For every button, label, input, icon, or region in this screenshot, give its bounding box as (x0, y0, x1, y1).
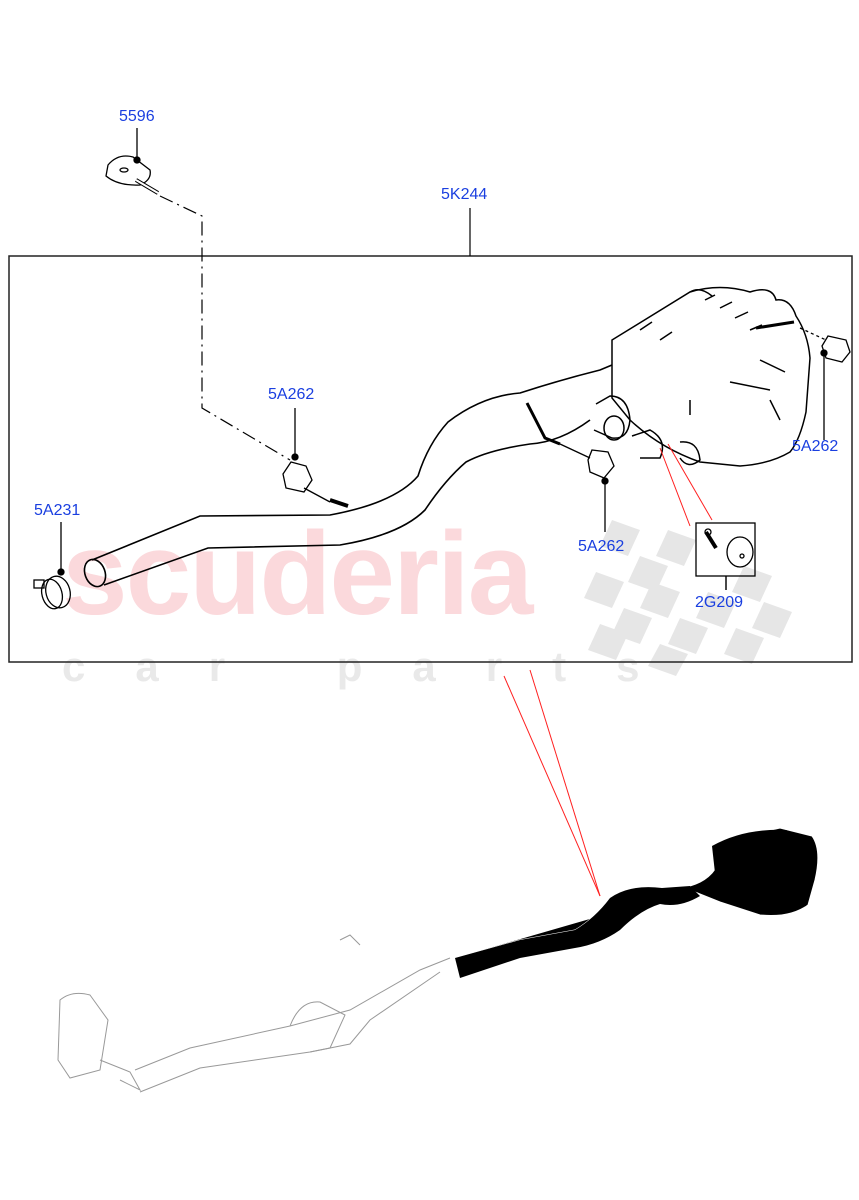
hanger-insulator-c[interactable] (559, 443, 615, 532)
intermediate-pipe[interactable] (81, 364, 613, 590)
callout-5K244[interactable]: 5K244 (441, 186, 488, 203)
watermark-sub: car parts (62, 643, 690, 690)
callout-2G209[interactable]: 2G209 (695, 594, 744, 611)
watermark-main: scuderia (62, 508, 533, 640)
heat-shield-bracket[interactable] (105, 128, 160, 195)
callout-5A262-rear[interactable]: 5A262 (792, 438, 839, 455)
rear-silencer[interactable] (525, 286, 811, 467)
callout-5596[interactable]: 5596 (119, 108, 155, 125)
red-reference-lines (503, 443, 713, 897)
hanger-insulator-a[interactable] (282, 408, 349, 508)
hanger-insulator-b[interactable] (799, 327, 851, 440)
callout-5A262-front[interactable]: 5A262 (268, 386, 315, 403)
overview-exhaust-system (57, 827, 819, 1093)
callout-5A262-middle[interactable]: 5A262 (578, 538, 625, 555)
callout-5A231[interactable]: 5A231 (34, 502, 81, 519)
dash-dot-reference-line (159, 195, 291, 461)
checkered-flag-watermark (584, 520, 792, 676)
group-frame-5K244 (8, 255, 853, 663)
pipe-clamp[interactable] (33, 522, 74, 611)
